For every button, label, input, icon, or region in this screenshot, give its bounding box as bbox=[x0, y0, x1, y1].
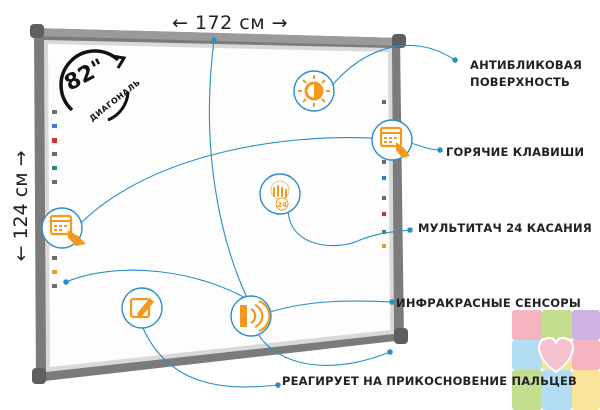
feature-antiglare-line1: АНТИБЛИКОВАЯ bbox=[470, 58, 583, 72]
diagonal-badge bbox=[59, 49, 130, 122]
feature-multitouch: МУЛЬТИТАЧ 24 КАСАНИЯ bbox=[418, 221, 592, 235]
frame-corner bbox=[392, 34, 406, 48]
width-dimension: ← 172 см → bbox=[172, 12, 289, 34]
hotkey-keyboard-icon bbox=[371, 119, 413, 161]
feature-hotkeys: ГОРЯЧИЕ КЛАВИШИ bbox=[446, 145, 585, 159]
multitouch-hand-icon: 24 bbox=[259, 173, 301, 215]
frame-corner bbox=[30, 24, 44, 38]
multitouch-badge: 24 bbox=[277, 201, 287, 209]
sun-icon bbox=[293, 70, 335, 112]
hotkey-keyboard-icon bbox=[41, 207, 86, 249]
feature-antiglare-line2: ПОВЕРХНОСТЬ bbox=[470, 75, 570, 89]
connector-lines bbox=[63, 37, 458, 388]
whiteboard bbox=[30, 24, 408, 384]
right-toolbar bbox=[382, 100, 386, 248]
pencil-edit-icon bbox=[121, 287, 163, 329]
puzzle-heart-logo bbox=[512, 310, 600, 410]
frame-corner bbox=[32, 368, 46, 384]
feature-infrared: ИНФРАКРАСНЫЕ СЕНСОРЫ bbox=[396, 296, 582, 310]
height-dimension: ← 124 см → bbox=[10, 150, 32, 262]
frame-corner bbox=[394, 328, 408, 344]
feature-touch: РЕАГИРУЕТ НА ПРИКОСНОВЕНИЕ ПАЛЬЦЕВ bbox=[282, 374, 578, 388]
left-toolbar bbox=[52, 110, 57, 288]
feature-antiglare: АНТИБЛИКОВАЯ ПОВЕРХНОСТЬ bbox=[470, 57, 582, 91]
infrared-sensor-icon bbox=[230, 295, 272, 337]
